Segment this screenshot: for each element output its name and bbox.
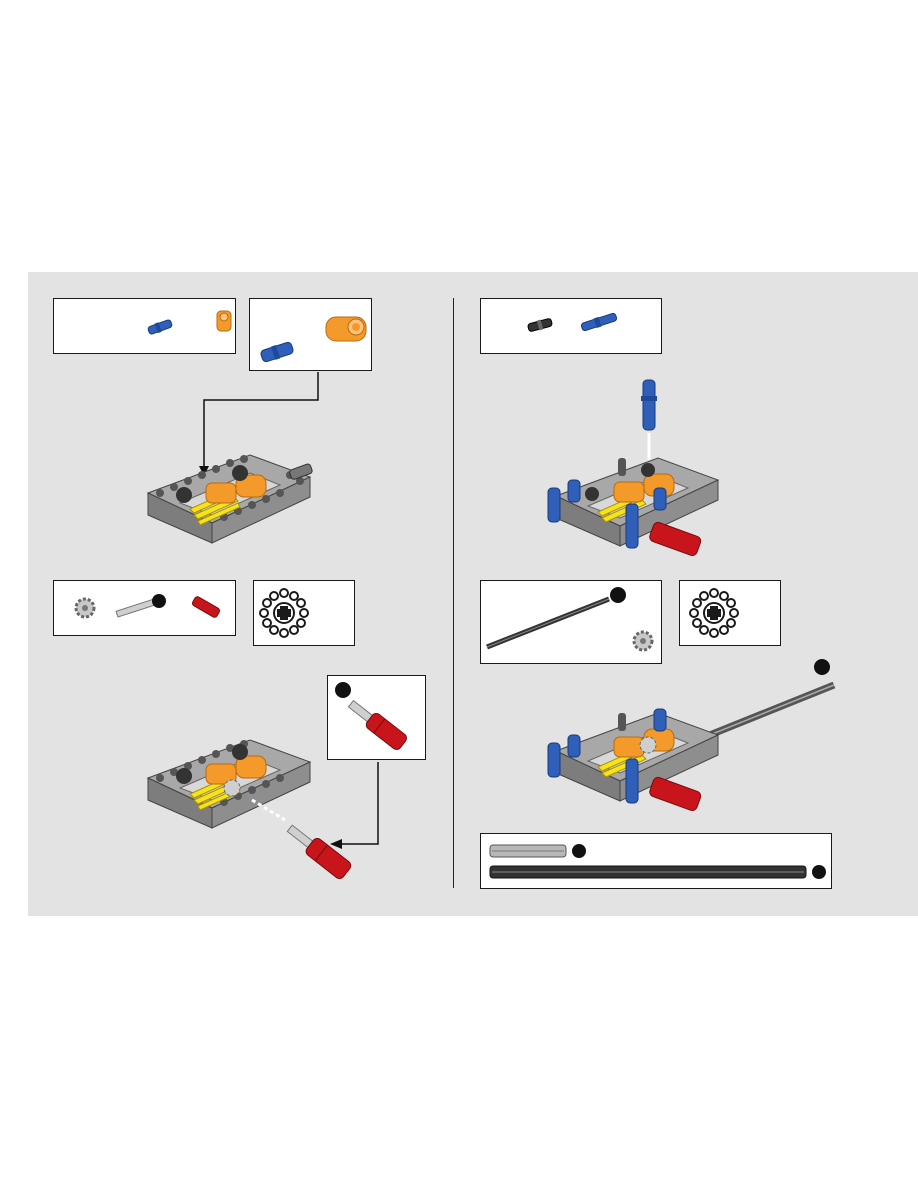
subassembly-callout <box>249 298 372 371</box>
frame-model-step-d <box>540 655 840 825</box>
black-pin-icon <box>527 317 553 333</box>
red-axle-connector-icon <box>284 820 353 880</box>
gear-icon <box>76 599 94 617</box>
gear-callout-box <box>253 580 355 646</box>
gear-callout-box <box>679 580 781 646</box>
parts-list-content <box>481 299 663 355</box>
insert-arrow <box>298 334 324 343</box>
parts-list-content <box>481 581 663 665</box>
parts-list-box <box>53 580 236 636</box>
parts-list-content <box>54 299 237 355</box>
gear-icon <box>224 780 240 796</box>
blue-pin-icon <box>147 318 173 336</box>
red-axle-connector-icon <box>364 711 408 751</box>
axle-length-badge <box>814 659 830 675</box>
gear-large-icon <box>680 581 782 647</box>
orange-connector-icon <box>217 311 231 331</box>
axle-length-badge <box>812 865 826 879</box>
frame-model-step-a <box>140 445 320 565</box>
blue-long-pin-icon <box>641 380 657 430</box>
gear-icon <box>640 737 656 753</box>
parts-list-box <box>53 298 236 354</box>
length-ruler-content <box>481 834 833 890</box>
black-pin-icon <box>618 458 626 476</box>
axle-length-badge <box>152 594 166 608</box>
gear-icon <box>634 632 652 650</box>
parts-list-box <box>480 580 662 664</box>
short-axle-ruler <box>490 844 586 858</box>
gray-axle-icon <box>116 599 156 617</box>
long-axle-ruler <box>490 865 826 879</box>
column-divider <box>453 298 454 888</box>
axle-length-badge <box>335 682 351 698</box>
red-axle-connector-icon <box>648 776 702 812</box>
parts-list-content <box>54 581 237 637</box>
orange-connector-icon <box>326 317 366 341</box>
frame-model-step-c <box>540 378 710 568</box>
blue-pin-icon <box>260 340 295 363</box>
red-axle-connector-icon <box>191 596 220 619</box>
red-axle-connector-icon <box>648 521 702 557</box>
gear-large-icon <box>254 581 356 647</box>
axle-length-badge <box>572 844 586 858</box>
length-ruler-box <box>480 833 832 889</box>
frame-model-step-b <box>140 730 360 890</box>
axle-length-badge <box>610 587 626 603</box>
subassembly-content <box>250 299 373 372</box>
parts-list-box <box>480 298 662 354</box>
blue-long-pin-icon <box>580 312 617 333</box>
long-black-axle-icon <box>487 599 609 647</box>
